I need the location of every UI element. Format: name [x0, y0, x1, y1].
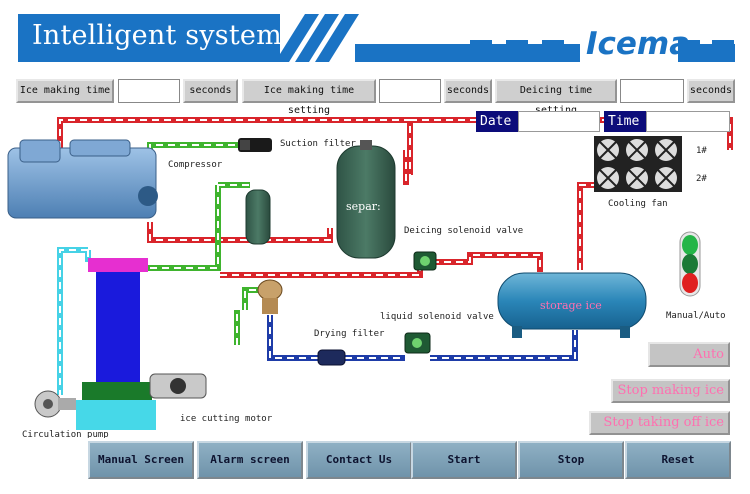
separator-label: separ: [346, 200, 381, 213]
compressor [7, 139, 158, 219]
ice-motor-label: ice cutting motor [180, 414, 273, 424]
header-square [470, 40, 492, 62]
reset-button[interactable]: Reset [625, 441, 731, 479]
auto-button[interactable]: Auto [648, 342, 730, 367]
status-lamps [679, 231, 701, 297]
receiver-cylinder [245, 189, 271, 245]
hot-gas-line [57, 117, 733, 278]
storage-tank [497, 272, 647, 338]
ice-cutting-motor [149, 373, 207, 399]
stop-button[interactable]: Stop [518, 441, 624, 479]
header: Intelligent system Icema [0, 0, 750, 68]
app-title: Intelligent system [32, 20, 282, 51]
storage-tank-label: storage ice [540, 299, 602, 312]
liquid-line [267, 315, 578, 361]
cooling-fan-array [594, 136, 682, 192]
stop-taking-off-ice-button[interactable]: Stop taking off ice [589, 411, 730, 435]
title-bar [18, 14, 280, 62]
expansion-valve [257, 279, 283, 314]
cooling-fan-label: Cooling fan [608, 199, 668, 209]
header-square [506, 40, 528, 62]
water-line [57, 247, 91, 395]
liquid-solenoid-valve [404, 332, 431, 354]
oil-separator [336, 140, 396, 259]
manual-screen-button[interactable]: Manual Screen [88, 441, 194, 479]
ice-making-setting-unit: seconds [444, 79, 492, 103]
manual-auto-label: Manual/Auto [666, 311, 726, 321]
suction-line [140, 142, 262, 345]
drying-filter-label: Drying filter [314, 329, 385, 339]
deicing-valve-label: Deicing solenoid valve [404, 226, 523, 236]
suction-filter [238, 138, 272, 152]
ice-making-setting-field[interactable] [379, 79, 441, 103]
brand-logo: Icema [580, 26, 697, 62]
deicing-setting-unit: seconds [687, 79, 735, 103]
circulation-pump [34, 390, 76, 418]
date-label: Date [476, 111, 518, 132]
header-square [678, 40, 700, 62]
ice-machine [76, 258, 156, 430]
alarm-screen-button[interactable]: Alarm screen [197, 441, 303, 479]
drying-filter [317, 349, 346, 366]
refrigeration-diagram: Compressor Suction filter separ: Deicing… [7, 117, 733, 438]
ice-making-time-field[interactable] [118, 79, 180, 103]
contact-us-button[interactable]: Contact Us [306, 441, 412, 479]
pump-label: Circulation pump [22, 430, 109, 438]
deicing-setting-field[interactable] [620, 79, 684, 103]
fan-1-label: 1# [696, 146, 707, 156]
ice-making-time-label: Ice making time [16, 79, 114, 103]
suction-filter-label: Suction filter [280, 139, 356, 149]
header-square [712, 40, 734, 62]
start-button[interactable]: Start [411, 441, 517, 479]
liquid-valve-label: liquid solenoid valve [380, 312, 494, 322]
ice-making-setting-label: Ice making time setting [242, 79, 376, 116]
header-square [542, 40, 564, 62]
deicing-setting-label: Deicing time setting [495, 79, 617, 116]
stop-making-ice-button[interactable]: Stop making ice [611, 379, 730, 403]
time-label: Time [604, 111, 646, 132]
compressor-label: Compressor [168, 160, 223, 170]
fan-2-label: 2# [696, 174, 707, 184]
time-value [646, 111, 730, 132]
date-value [518, 111, 600, 132]
ice-making-time-unit: seconds [183, 79, 238, 103]
deicing-solenoid-valve [413, 251, 437, 271]
